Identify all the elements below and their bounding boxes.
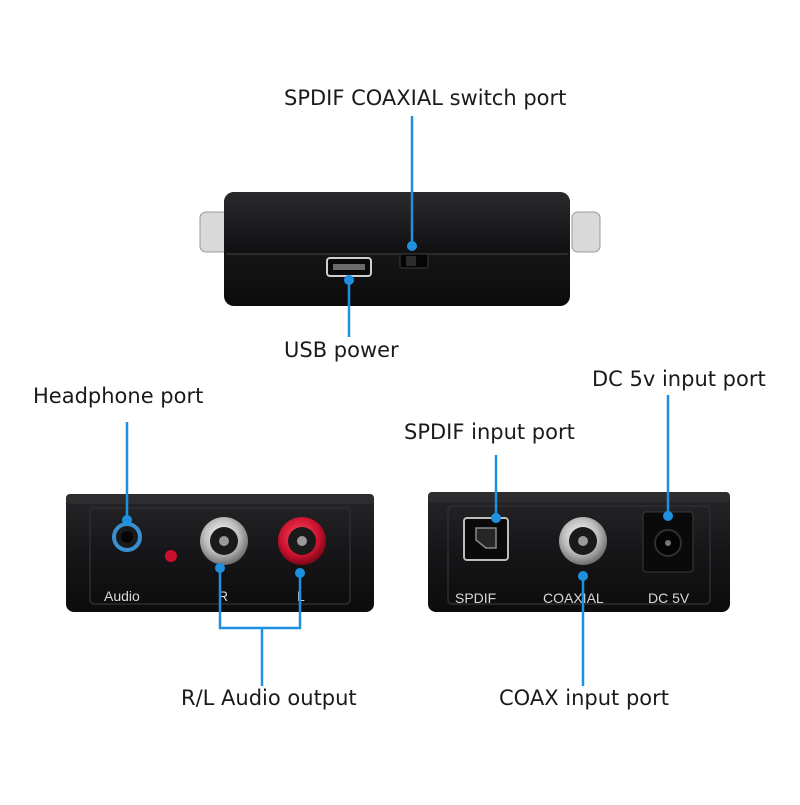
rca-right-pin [219,536,229,546]
leader-lines [125,116,670,686]
rca-left-pin [297,536,307,546]
callout-spdif-coaxial-switch: SPDIF COAXIAL switch port [284,86,567,110]
top-device [199,192,601,306]
panel-label-coaxial: COAXIAL [543,590,604,606]
panel-label-dc5v: DC 5V [648,590,690,606]
dot-left [295,568,305,578]
callout-usb-power: USB power [284,338,399,362]
output-panel-device: Audio R L [66,494,374,612]
dot-spdif [491,513,501,523]
spdif-optical-shutter [475,527,497,549]
left-rca-stub [199,211,229,253]
output-device-lid [66,494,374,504]
callout-coax-input: COAX input port [499,686,669,710]
top-device-lid [224,192,570,254]
switch-slider [406,256,416,266]
dot-switch [407,241,417,251]
input-device-lid [428,492,730,502]
coaxial-pin [578,536,588,546]
callout-spdif-input: SPDIF input port [404,420,575,444]
callout-rl-audio-output: R/L Audio output [181,686,357,710]
panel-label-spdif: SPDIF [455,590,496,606]
panel-label-right: R [218,588,228,604]
right-rca-stub [571,211,601,253]
dot-usb [344,275,354,285]
callout-dc-input: DC 5v input port [592,367,766,391]
dot-headphone [122,515,132,525]
callout-headphone-port: Headphone port [33,384,204,408]
input-faceplate [447,505,711,605]
dot-right [215,563,225,573]
usb-port-pins [333,264,365,270]
dc-input-pin [665,540,671,546]
input-panel-device: SPDIF COAXIAL DC 5V [428,492,730,612]
leader-rl-bracket [218,570,302,630]
dot-dc [663,511,673,521]
dot-coax [578,571,588,581]
power-led [165,550,177,562]
panel-label-audio: Audio [104,588,140,604]
headphone-jack-hole [121,531,133,543]
leader-dots [122,241,673,581]
